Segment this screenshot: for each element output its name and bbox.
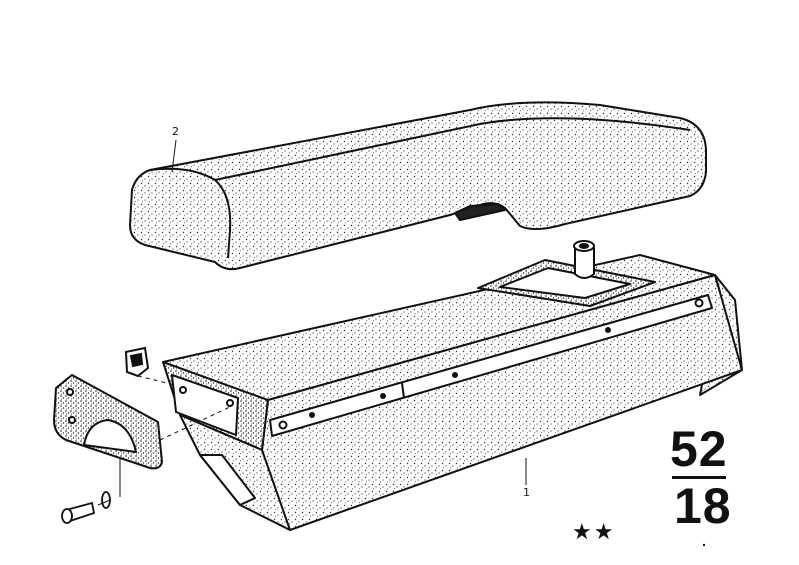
assembly-leaders <box>137 375 233 441</box>
screw-and-washer <box>61 458 121 524</box>
console-base <box>162 240 743 531</box>
callout-part-1: 1 <box>523 486 530 499</box>
cover-plate <box>53 374 163 470</box>
callout-part-2: 2 <box>172 125 179 138</box>
group-number-rule <box>672 476 726 479</box>
retaining-clip <box>124 346 150 378</box>
marker-stars: ★★ <box>572 520 616 545</box>
leader-line-2 <box>171 139 177 173</box>
group-number-main: 52 <box>670 421 728 477</box>
armrest-cushion <box>129 101 707 271</box>
corner-mark <box>702 543 706 547</box>
group-number-sub: 18 <box>674 478 732 534</box>
